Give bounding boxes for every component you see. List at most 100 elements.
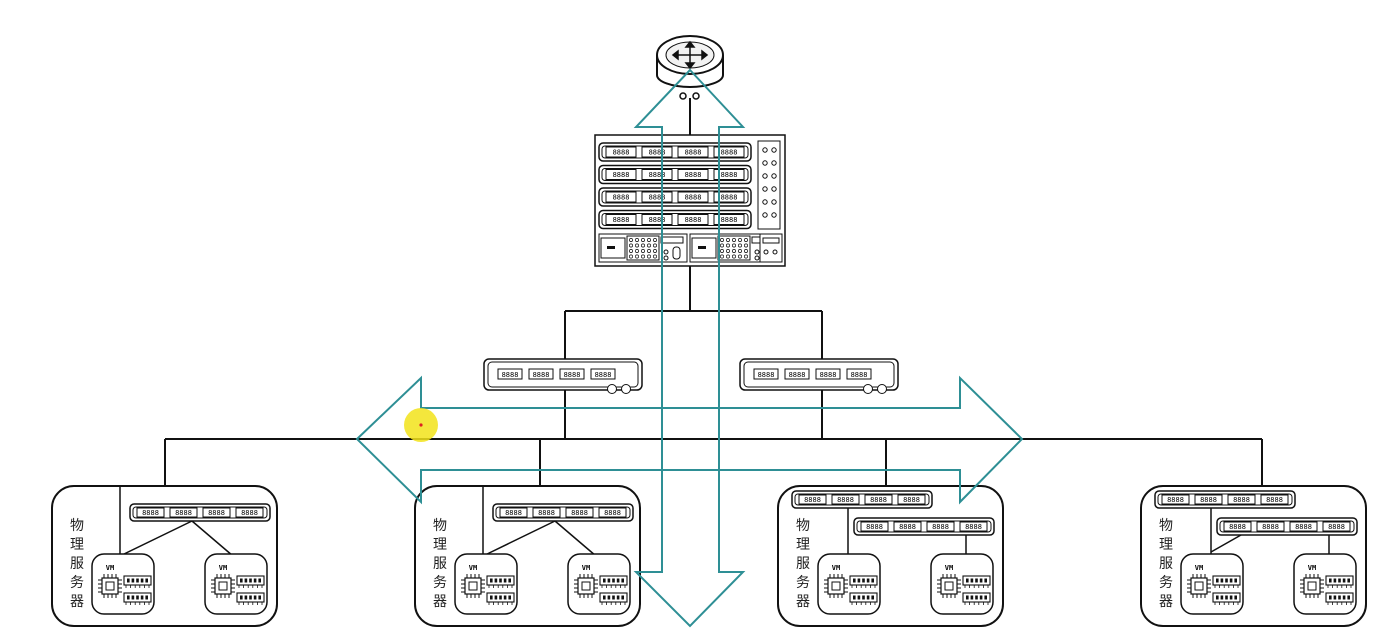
port-label: 8888 [721,216,738,224]
port [641,214,673,225]
port [846,368,872,380]
port-label: 8888 [1266,496,1283,504]
port [677,214,709,225]
router-icon [656,35,724,100]
led [771,212,777,218]
port-label: 8888 [649,171,666,179]
port-label: 8888 [758,371,775,379]
led [771,199,777,205]
led [762,147,768,153]
port-label: 8888 [1328,523,1345,531]
port [641,191,673,203]
port-label: 8888 [613,194,630,202]
port [605,191,637,203]
port-label: 8888 [721,194,738,202]
led [771,147,777,153]
status-led [621,384,631,394]
port-label: 8888 [564,371,581,379]
line-card: 8888 8888 8888 8888 [598,164,752,185]
port [559,368,585,380]
port-label: 8888 [613,149,630,157]
port [893,521,922,532]
port-label: 8888 [502,371,519,379]
port [798,494,827,505]
port-label: 8888 [613,216,630,224]
svg-text:物: 物 [1159,518,1173,534]
port [497,368,523,380]
port-label: 8888 [1262,523,1279,531]
port [202,507,231,518]
svg-text:服: 服 [1159,556,1173,572]
port-label: 8888 [649,149,666,157]
port-label: 8888 [804,496,821,504]
port [713,146,745,158]
east-west-arrow [355,375,1024,505]
virtual-switch-lower: 8888 8888 8888 8888 [853,517,995,536]
svg-text:务: 务 [796,575,810,591]
port-label: 8888 [932,523,949,531]
port-label: 8888 [965,523,982,531]
port [136,507,165,518]
traffic-arrows [355,68,1024,628]
port-label: 8888 [142,509,159,517]
port [815,368,841,380]
port [565,507,594,518]
port [753,368,779,380]
svg-text:服: 服 [796,556,810,572]
vm-label: VM [469,564,477,572]
port-label: 8888 [866,523,883,531]
port-label: 8888 [721,149,738,157]
port-label: 8888 [685,216,702,224]
port-label: 8888 [721,171,738,179]
port [641,146,673,158]
status-led [607,384,617,394]
port [926,521,955,532]
port-label: 8888 [1200,496,1217,504]
port [605,146,637,158]
port-label: 8888 [870,496,887,504]
svg-text:器: 器 [433,594,447,610]
vm-icon: VM [204,553,268,615]
fan-grille [626,235,660,261]
port-label: 8888 [613,171,630,179]
status-led [863,384,873,394]
led [762,186,768,192]
vm-label: VM [945,564,953,572]
svg-text:服: 服 [70,556,84,572]
port-label: 8888 [595,371,612,379]
port-label: 8888 [903,496,920,504]
port-label: 8888 [899,523,916,531]
port [532,507,561,518]
port-label: 8888 [820,371,837,379]
port [605,214,637,225]
port [784,368,810,380]
vm-icon: VM [1293,553,1357,615]
port [1322,521,1351,532]
vm-icon: VM [567,553,631,615]
svg-text:务: 务 [1159,575,1173,591]
vm-label: VM [1195,564,1203,572]
port [677,191,709,203]
port-label: 8888 [851,371,868,379]
port [641,169,673,180]
port [590,368,616,380]
port [1260,494,1289,505]
port [1161,494,1190,505]
port-label: 8888 [685,171,702,179]
port [713,214,745,225]
